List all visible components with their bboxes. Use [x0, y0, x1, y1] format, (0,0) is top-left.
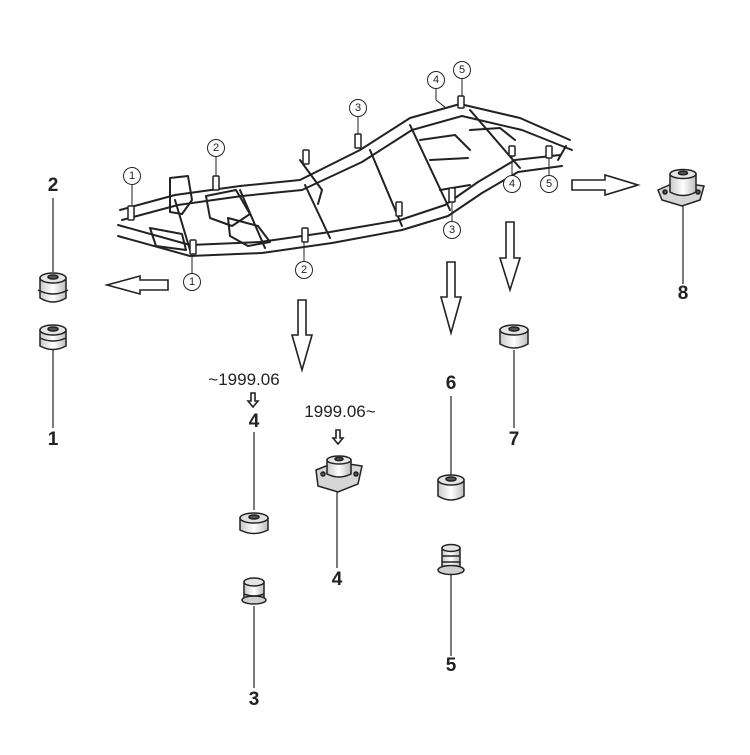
- date-arrow-late: [331, 429, 345, 446]
- bushing-part-4-early: [239, 512, 269, 535]
- chassis-frame: [117, 103, 573, 257]
- arrow-left: [103, 274, 169, 296]
- part-label-4-early: 4: [248, 411, 260, 432]
- part-label-6: 6: [445, 373, 457, 394]
- callout-3-lower: 3: [443, 221, 461, 239]
- frame-mount-bolts: [127, 95, 553, 255]
- callout-4-upper: 4: [427, 71, 445, 89]
- arrow-down-right: [439, 261, 463, 336]
- note-until-1999-06: ~1999.06: [208, 370, 280, 389]
- arrow-right: [571, 173, 641, 197]
- arrow-down-far-right: [498, 221, 522, 293]
- bushing-part-1: [39, 324, 67, 351]
- callout-leaders: [131, 78, 550, 274]
- date-arrow-early: [246, 392, 260, 409]
- callout-4-lower: 4: [503, 175, 521, 193]
- part-label-8: 8: [677, 283, 689, 304]
- bushing-part-2: [37, 272, 69, 303]
- part-label-1: 1: [47, 429, 59, 450]
- callout-1-lower: 1: [183, 273, 201, 291]
- part-leaders: [52, 198, 684, 688]
- part-label-3: 3: [248, 689, 260, 710]
- callout-1-upper: 1: [123, 167, 141, 185]
- part-label-5: 5: [445, 655, 457, 676]
- callout-3-upper: 3: [349, 99, 367, 117]
- bushing-part-5: [437, 543, 465, 576]
- bushing-part-6: [437, 474, 465, 501]
- part-label-4-late: 4: [331, 569, 343, 590]
- callout-2-lower: 2: [295, 261, 313, 279]
- callout-2-upper: 2: [207, 139, 225, 157]
- bushing-part-3: [241, 577, 267, 605]
- bushing-part-7: [499, 324, 529, 349]
- direction-arrows: [103, 173, 641, 446]
- part-label-2: 2: [47, 175, 59, 196]
- mount-part-8: [657, 168, 705, 207]
- callout-5-lower: 5: [540, 175, 558, 193]
- mount-part-4-late: [315, 455, 363, 493]
- arrow-down-center: [290, 299, 314, 373]
- part-label-7: 7: [508, 429, 520, 450]
- note-from-1999-06: 1999.06~: [304, 402, 376, 421]
- callout-5-upper: 5: [453, 61, 471, 79]
